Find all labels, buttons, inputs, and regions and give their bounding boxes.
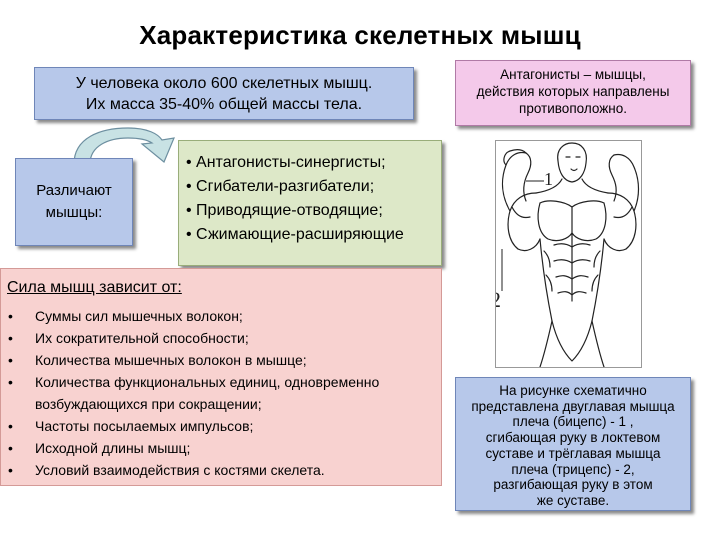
caption-line: На рисунке схематично [499,383,647,398]
list-item-text: Частоты посылаемых импульсов; [35,418,254,434]
label-2: 2 [496,287,501,312]
intro-line-2: Их масса 35-40% общей массы тела. [85,96,363,113]
bullet: • [8,330,13,346]
muscle-types-box: • Антагонисты-синергисты; • Сгибатели-ра… [178,140,442,266]
distinguish-line-1: Различают [36,182,112,199]
list-item: • Количества функциональных единиц, однов… [1,371,441,415]
caption-line: суставе и трёглавая мышца [485,445,661,461]
bullet: • [8,308,13,324]
list-item: • Суммы сил мышечных волокон; [1,305,441,327]
list-item: • Частоты посылаемых импульсов; [1,415,441,437]
list-item-text: Условий взаимодействия с костями скелета… [35,462,325,478]
bullet: • [8,440,13,456]
list-item-text: Суммы сил мышечных волокон; [35,308,243,324]
caption-line: разгибающая руку в этом [493,477,653,493]
caption-line: же суставе. [536,492,610,508]
label-1: 1 [544,169,553,189]
muscle-type-item: • Антагонисты-синергисты; [186,154,386,171]
list-item-text: Исходной длины мышц; [35,440,191,456]
list-item: • Условий взаимодействия с костями скелет… [1,459,441,481]
caption-line: представлена двуглавая мышца [471,398,675,414]
intro-box: У человека около 600 скелетных мышц. Их … [34,67,414,120]
list-item: • Исходной длины мышц; [1,437,441,459]
muscle-type-item: • Сжимающие-расширяющие [186,226,404,243]
list-item-text: Количества мышечных волокон в мышце; [35,352,307,368]
muscle-type-item: • Сгибатели-разгибатели; [186,178,375,195]
bullet: • [8,352,13,368]
caption-line: сгибающая руку в локтевом [485,430,661,446]
antagonists-definition-box: Антагонисты – мышцы, действия которых на… [455,60,691,126]
muscle-type-item: • Приводящие-отводящие; [186,202,383,219]
muscle-strength-list: • Суммы сил мышечных волокон; • Их сократи… [1,305,441,481]
intro-line-1: У человека около 600 скелетных мышц. [75,75,373,92]
antagonists-definition-line: действия которых направлены [476,84,670,99]
distinguish-line-2: мышцы: [45,204,103,221]
distinguish-box: Различают мышцы: [15,158,133,246]
list-item: • Их сократительной способности; [1,327,441,349]
list-item-text: Количества функциональных единиц, одновр… [35,374,380,412]
list-item: • Количества мышечных волокон в мышце; [1,349,441,371]
bullet: • [8,374,13,390]
antagonists-definition-line: противоположно. [519,101,627,116]
bullet: • [8,418,13,434]
caption-line: плеча (трицепс) - 2, [511,461,635,477]
antagonists-definition-line: Антагонисты – мышцы, [500,67,646,82]
list-item-text: Их сократительной способности; [35,330,249,346]
muscle-figure: 1 2 [490,140,642,368]
curved-arrow-icon [73,127,175,165]
muscular-torso-icon: 1 2 [490,142,640,368]
figure-caption-box: На рисунке схематично представлена двугл… [455,377,691,511]
caption-line: плеча (бицепс) - 1 , [512,414,634,430]
muscle-strength-heading: Сила мышц зависит от: [7,279,182,296]
bullet: • [8,462,13,478]
muscle-strength-box: Сила мышц зависит от: • Суммы сил мышечны… [0,268,442,486]
page-title: Характеристика скелетных мышц [139,20,581,50]
